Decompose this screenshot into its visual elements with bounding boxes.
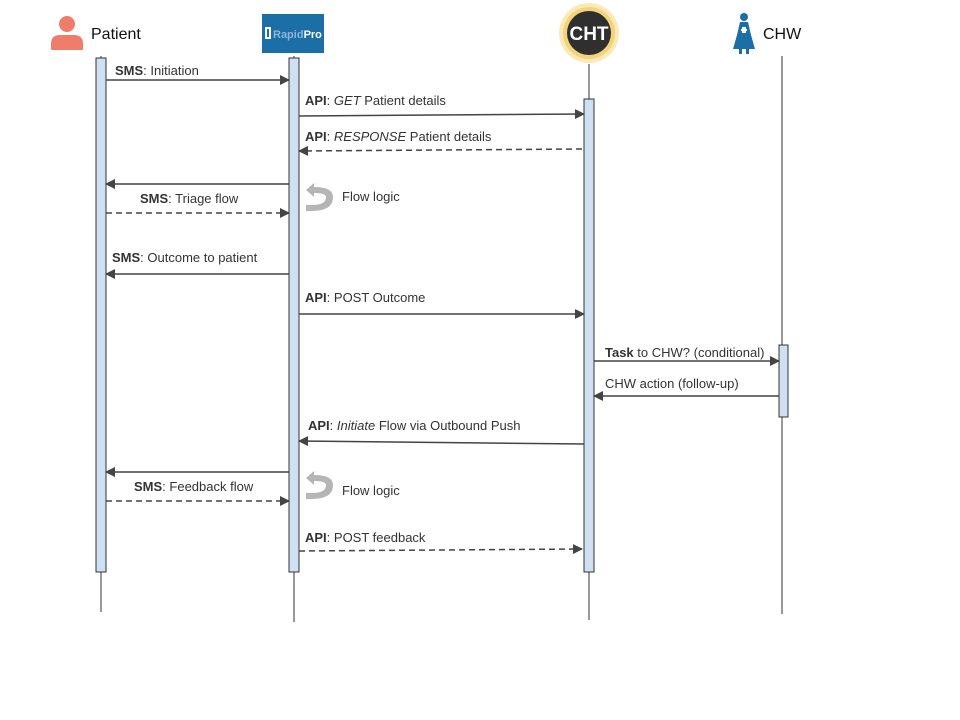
message-arrow-return	[298, 544, 583, 555]
rapidpro-logo-text-1: Rapid	[273, 29, 304, 41]
health-worker-icon	[733, 13, 755, 54]
note-flow-logic: Flow logic	[342, 483, 400, 498]
actor-label-patient: Patient	[91, 26, 141, 43]
activation-chw	[778, 344, 789, 418]
actor-patient: Patient	[51, 16, 141, 50]
actor-rapidpro: RapidPro	[262, 14, 324, 53]
activation-patient	[95, 57, 107, 573]
actor-label-chw: CHW	[763, 26, 802, 43]
message-label: API: GET Patient details	[305, 93, 446, 108]
message-label: SMS: Feedback flow	[134, 479, 254, 494]
message-label: API: Initiate Flow via Outbound Push	[308, 418, 520, 433]
message-label: SMS: Initiation	[115, 63, 199, 78]
self-loop-icon	[306, 183, 333, 211]
activation-cht	[583, 98, 595, 573]
message-label: Task to CHW? (conditional)	[605, 345, 764, 360]
self-loop-icon	[306, 471, 333, 499]
message-label: CHW action (follow-up)	[605, 376, 739, 391]
message-arrow	[298, 109, 585, 120]
rapidpro-logo-mark	[265, 27, 271, 39]
rapidpro-logo-text-2: Pro	[304, 29, 323, 41]
actor-cht: CHT	[559, 3, 619, 63]
cht-logo-text: CHT	[569, 24, 608, 45]
message-label: API: RESPONSE Patient details	[305, 129, 492, 144]
message-label: SMS: Triage flow	[140, 191, 239, 206]
message-label: API: POST feedback	[305, 530, 426, 545]
svg-text:RapidPro: RapidPro	[273, 29, 322, 41]
message-label: API: POST Outcome	[305, 290, 425, 305]
message-arrow	[298, 436, 585, 447]
actor-chw: CHW	[733, 13, 802, 54]
message-label: SMS: Outcome to patient	[112, 250, 258, 265]
rapidpro-logo	[262, 14, 324, 53]
activation-rapidpro	[288, 57, 300, 573]
cht-logo	[567, 11, 611, 55]
person-icon	[51, 16, 83, 50]
message-arrow-return	[298, 145, 583, 156]
note-flow-logic: Flow logic	[342, 189, 400, 204]
